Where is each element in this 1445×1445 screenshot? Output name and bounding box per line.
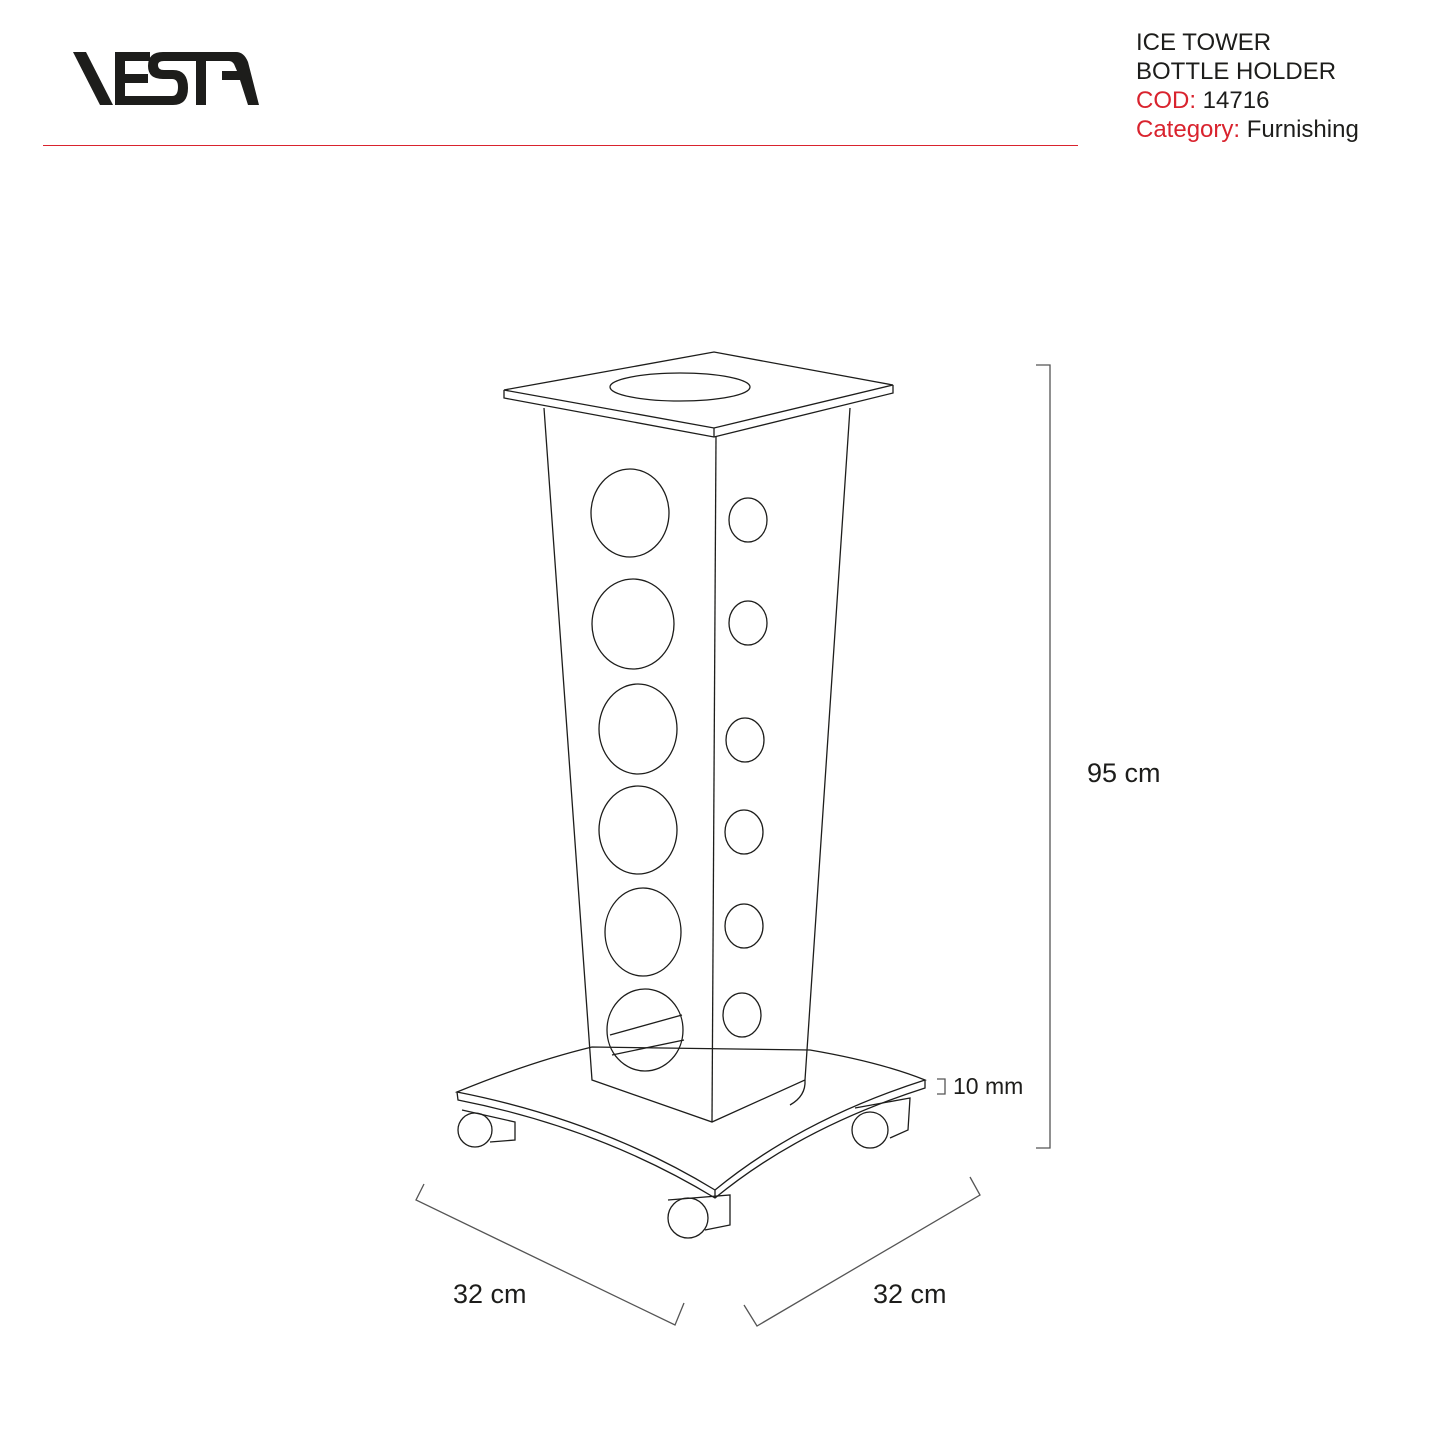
bottle-holes-right (722, 497, 768, 1038)
ice-bucket-opening (609, 372, 751, 402)
category-label: Category: (1136, 116, 1241, 143)
bottle-holes-left (590, 468, 685, 1072)
width-label: 32 cm (453, 1279, 527, 1309)
product-category: Category: Furnishing (1136, 115, 1359, 144)
depth-dimension-line (743, 1176, 981, 1327)
dimension-lines (415, 364, 1051, 1327)
product-name-line2: BOTTLE HOLDER (1136, 58, 1337, 85)
header-divider (43, 145, 1078, 146)
vesta-logo (73, 52, 259, 105)
product-name-line1: ICE TOWER (1136, 29, 1272, 56)
category-value: Furnishing (1246, 116, 1359, 143)
tower-body (543, 407, 851, 1123)
wheels (457, 1097, 911, 1239)
height-label: 95 cm (1087, 758, 1161, 788)
product-code: COD: 14716 (1136, 86, 1359, 115)
base-plate (454, 1046, 927, 1191)
code-label: COD: (1136, 87, 1196, 114)
code-value: 14716 (1202, 87, 1270, 114)
width-dimension-line (415, 1183, 685, 1326)
thickness-bracket (937, 1078, 946, 1095)
depth-label: 32 cm (873, 1279, 947, 1309)
product-info: ICE TOWER BOTTLE HOLDER COD: 14716 Categ… (1136, 28, 1359, 144)
ice-tower-drawing (454, 351, 927, 1239)
height-dimension-line (1036, 364, 1051, 1149)
thickness-label: 10 mm (953, 1073, 1024, 1099)
top-plate (503, 351, 894, 429)
